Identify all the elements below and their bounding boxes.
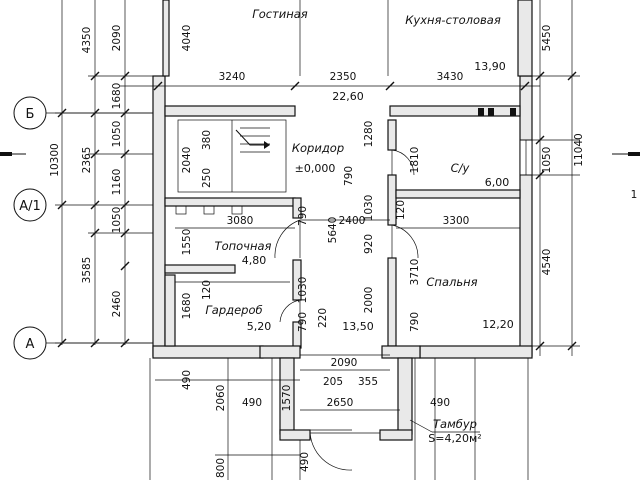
dim-v-790c: 790 [297,312,309,332]
axis-label-a: А [26,337,35,352]
dim-3300: 3300 [443,215,470,227]
dim-v-2365: 2365 [81,147,93,174]
dim-v-790d: 790 [409,312,421,332]
axis-label-b: Б [26,107,35,122]
dim-v-4040: 4040 [181,25,193,52]
kitchen-area: 13,90 [474,60,506,73]
top-dimension-line [120,81,540,411]
dim-2090: 2090 [331,357,358,369]
bedroom-area: 12,20 [482,318,514,331]
vestibule-walls [259,345,421,441]
dim-v-250: 250 [201,168,213,188]
dim-v-1680a: 1680 [111,83,123,110]
axis-marker-b: Б [13,96,160,130]
axis-marker-a: А [13,326,160,360]
left-dimension-lines [55,0,160,348]
dim-v-2000: 2000 [363,287,375,314]
dim-v-11040: 11040 [573,133,585,166]
dim-v-2460: 2460 [111,291,123,318]
room-boiler: Топочная [215,239,272,253]
dim-2350: 2350 [330,71,357,83]
dim-v-3585: 3585 [81,257,93,284]
boiler-area: 4,80 [242,254,267,267]
staircase [177,119,287,193]
dim-v-1550: 1550 [181,229,193,256]
window-right [519,139,533,176]
dim-3430: 3430 [437,71,464,83]
axis-label-a1: А/1 [19,199,41,214]
door-swings [274,149,419,471]
dim-v-5640: 5640 [327,217,339,244]
dim-3240: 3240 [219,71,246,83]
dim-v-4540: 4540 [541,249,553,276]
dim-v-5450: 5450 [541,25,553,52]
right-dimension-lines [530,0,640,356]
dim-355: 355 [358,376,378,388]
corridor-area: 22,60 [332,90,364,103]
dim-490-right: 490 [430,397,450,409]
room-dividers [175,0,389,283]
dim-2400: 2400 [339,215,366,227]
room-kitchen: Кухня-столовая [405,13,501,27]
axis-marker-a1: А/1 [13,188,47,222]
dim-v-4350: 4350 [81,27,93,54]
dim-3080: 3080 [227,215,254,227]
dim-v-10300: 10300 [49,143,61,176]
dim-v-1030a: 1030 [363,195,375,222]
dim-v-1160: 1160 [111,169,123,196]
lower-guide-lines [149,358,529,480]
dim-2650: 2650 [327,397,354,409]
dim-v-1810: 1810 [409,147,421,174]
dim-v-490a: 490 [181,370,193,390]
dim-v-1050b: 1050 [111,207,123,234]
bath-fixtures [175,108,516,215]
internal-walls [164,119,521,349]
dim-490-left: 490 [242,397,262,409]
dim-v-2090: 2090 [111,25,123,52]
dim-v-2060: 2060 [215,385,227,412]
wardrobe-area: 5,20 [247,320,272,333]
room-living: Гостиная [252,7,308,21]
vestibule-area: S=4,20м² [428,432,481,445]
dim-v-1050a: 1050 [111,121,123,148]
room-bathroom: С/у [451,161,470,175]
dim-v-3710: 3710 [409,259,421,286]
dim-v-1280: 1280 [363,121,375,148]
bathroom-area: 6,00 [485,176,510,189]
room-wardrobe: Гардероб [205,303,262,317]
dim-v-490b: 490 [299,452,311,472]
room-bedroom: Спальня [426,275,477,289]
dim-v-790a: 790 [343,166,355,186]
room-corridor: Коридор [292,141,344,155]
dim-v-120a: 120 [201,280,213,300]
dim-v-1030b: 1030 [297,277,309,304]
dim-v-380: 380 [201,130,213,150]
dim-205: 205 [323,376,343,388]
dim-v-1050c: 1050 [541,147,553,174]
dim-v-220: 220 [317,308,329,328]
corridor-level: ±0,000 [295,162,336,175]
dim-v-120b: 120 [395,200,407,220]
room-vestibule: Тамбур [433,417,477,431]
hall-area: 13,50 [342,320,374,333]
dim-v-800: 800 [215,458,227,478]
dim-v-2040: 2040 [181,147,193,174]
dim-v-1680b: 1680 [181,293,193,320]
section-mark-left [0,152,26,156]
section-label: 1 [631,189,638,201]
dim-v-920: 920 [363,234,375,254]
dim-v-790b: 790 [297,206,309,226]
dim-v-1570: 1570 [281,385,293,412]
